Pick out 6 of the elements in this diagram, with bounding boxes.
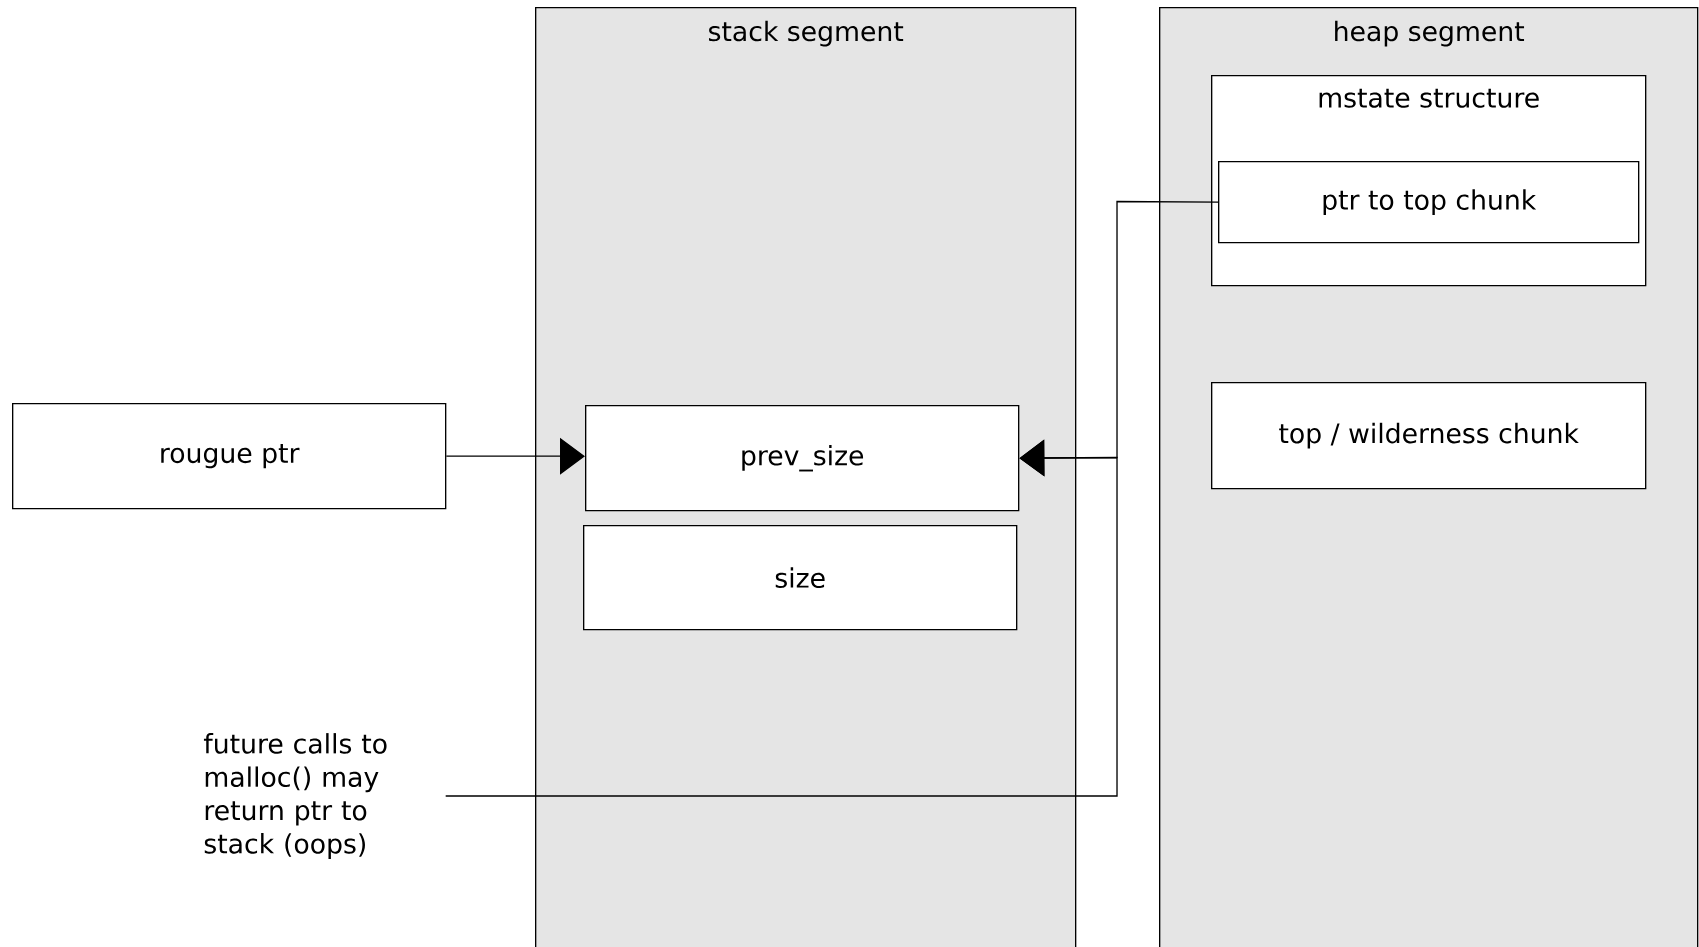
field-box: size bbox=[583, 525, 1018, 631]
note-text: future calls to malloc() may return ptr to stack (oops) bbox=[203, 733, 387, 859]
field-box: ptr to top chunk bbox=[1218, 161, 1640, 244]
field-box: rougue ptr bbox=[12, 403, 447, 510]
field-box: top / wilderness chunk bbox=[1211, 382, 1647, 490]
field-box: prev_size bbox=[585, 405, 1020, 512]
